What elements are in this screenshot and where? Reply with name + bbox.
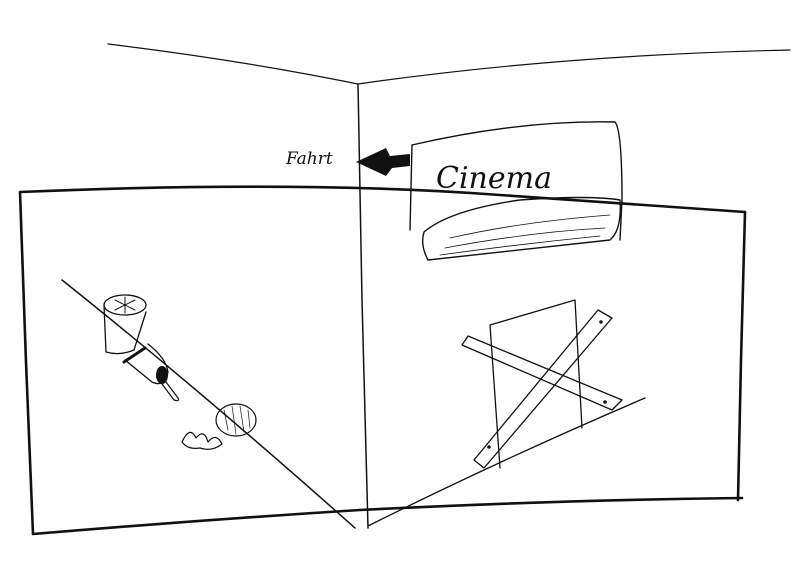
window-frame-top: [18, 185, 747, 214]
window-frame-left: [18, 190, 35, 536]
ceiling-edge-left: [107, 43, 359, 85]
projector-drawing: [103, 294, 180, 402]
direction-label: Fahrt: [285, 149, 333, 169]
cinema-sign-text: Cinema: [436, 161, 552, 196]
window-frame-bottom: [31, 496, 744, 536]
cinema-sign: Cinema: [409, 121, 623, 261]
room-corner-line: [357, 83, 369, 529]
ceiling-edge-right: [357, 49, 791, 85]
doorway-with-planks: [461, 299, 623, 469]
window-frame-right: [736, 210, 747, 502]
insect-drawing: [181, 403, 257, 450]
floor-line-right: [367, 397, 646, 527]
floor-line-left: [61, 279, 356, 529]
arrow-left-icon: [356, 148, 410, 176]
